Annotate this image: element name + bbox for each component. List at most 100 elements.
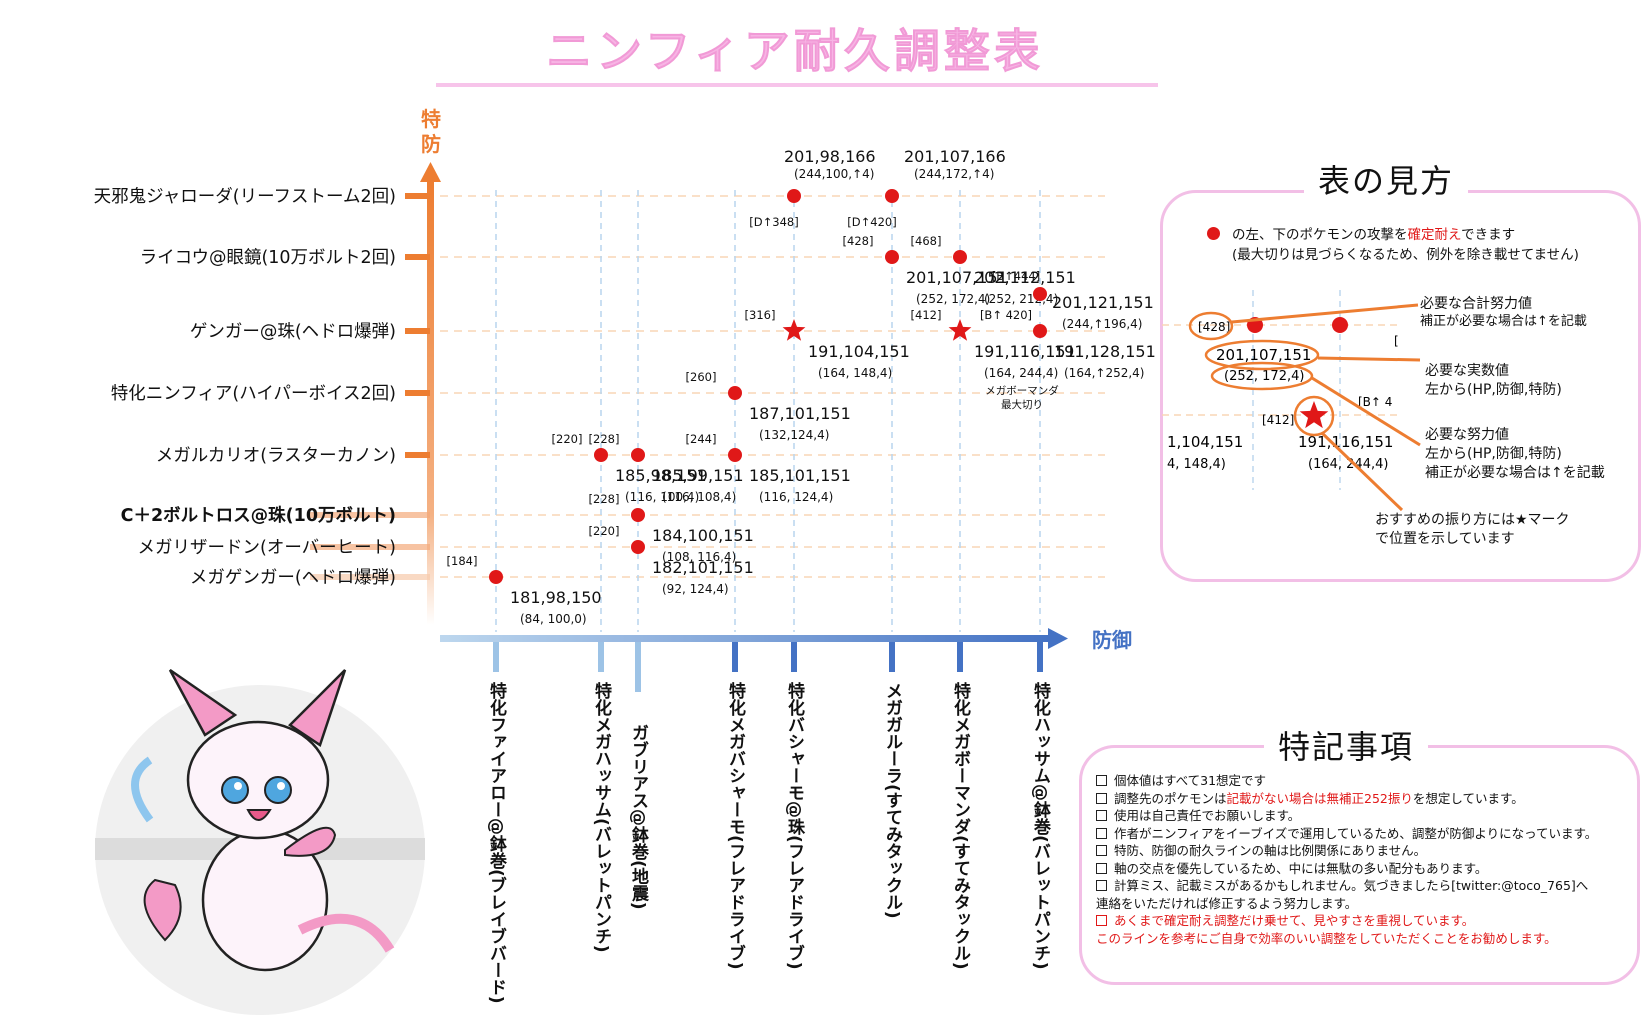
point-evs: (252, 172,4) [916, 292, 990, 306]
data-point [1033, 324, 1047, 338]
callout-actual-2: 左から(HP,防御,特防) [1425, 382, 1562, 398]
y-category-label: メガルカリオ(ラスターカノン) [156, 446, 396, 466]
point-note: 最大切り [1001, 398, 1043, 411]
y-category-labels: 天邪鬼ジャローダ(リーフストーム2回)ライコウ@眼鏡(10万ボルト2回)ゲンガー… [94, 187, 396, 588]
x-category-label: メガガルーラ(すてみタックル) [882, 682, 903, 919]
x-category-label: 特化メガバシャーモ(フレアドライブ) [725, 681, 746, 970]
note-item: 使用は自己責任でお願いします。 [1096, 807, 1597, 825]
point-evs: (244,100,↑4) [794, 167, 875, 181]
title-underline [436, 83, 1158, 87]
point-note: メガボーマンダ [985, 384, 1059, 397]
data-point [631, 540, 645, 554]
x-category-label: 特化ハッサム@鉢巻(バレットパンチ) [1030, 681, 1052, 970]
note-item: 連絡をいただければ修正するよう努力します。 [1096, 895, 1358, 911]
callout-star-2: で位置を示しています [1375, 531, 1515, 547]
callout-ev-2: 左から(HP,防御,特防) [1425, 446, 1562, 462]
point-tag: [220] [552, 432, 583, 446]
x-category-label: 特化メガボーマンダ(すてみタックル) [950, 681, 971, 970]
data-point [953, 250, 967, 264]
x-category-label: 特化メガハッサム(バレットパンチ) [591, 681, 612, 953]
y-category-label: ゲンガー@珠(ヘドロ爆弾) [190, 322, 396, 342]
point-stats: 187,101,151 [749, 404, 851, 423]
point-evs: (92, 124,4) [662, 582, 729, 596]
x-tick [732, 642, 738, 672]
point-tag: [244] [686, 432, 717, 446]
x-tick [957, 642, 963, 672]
point-tag: [428] [843, 234, 874, 248]
x-axis [440, 635, 1050, 642]
point-tag: [228] [589, 432, 620, 446]
y-tick [310, 512, 430, 518]
callout-actual-1: 必要な実数値 [1425, 363, 1509, 379]
point-evs: (164, 244,4) [984, 366, 1058, 380]
point-stats: 201,107,166 [904, 147, 1006, 166]
sylveon-illustration [95, 668, 425, 1015]
data-point-star [948, 319, 972, 341]
note-item: 特防、防御の耐久ラインの軸は比例関係にありません。 [1096, 842, 1597, 860]
note-item: 作者がニンフィアをイーブイズで運用しているため、調整が防御よりになっています。 [1096, 825, 1597, 843]
note-item: このラインを参考にご自身で効率のいい調整をしていただくことをお勧めします。 [1096, 930, 1557, 946]
y-tick [405, 193, 430, 199]
x-tick [598, 642, 604, 672]
callout-ev-3: 補正が必要な場合は↑を記載 [1425, 465, 1605, 481]
point-stats: 182,101,151 [652, 558, 754, 577]
y-category-label: メガゲンガー(ヘドロ爆弾) [190, 568, 396, 588]
y-category-label: メガリザードン(オーバーヒート) [138, 538, 396, 558]
note-item: 計算ミス、記載ミスがあるかもしれません。気づきましたら[twitter:@toc… [1096, 877, 1597, 895]
point-stats: 184,100,151 [652, 526, 754, 545]
y-tick [405, 452, 430, 458]
data-point [728, 386, 742, 400]
point-stats: 201,98,166 [784, 147, 876, 166]
point-stats: 185,99,151 [652, 466, 744, 485]
x-category-label: ガブリアス@鉢巻(地震) [628, 724, 650, 910]
point-stats: 185,101,151 [749, 466, 851, 485]
point-tag: [B↑ 420] [980, 308, 1032, 322]
point-stats: 202,112,151 [974, 268, 1076, 287]
y-category-label: 天邪鬼ジャローダ(リーフストーム2回) [94, 187, 396, 207]
point-stats: 201,121,151 [1052, 293, 1154, 312]
y-tick [310, 574, 430, 580]
note-item: 個体値はすべて31想定です [1096, 772, 1597, 790]
x-axis-label: 防御 [1092, 628, 1132, 652]
point-tag: [468] [911, 234, 942, 248]
note-item: 軸の交点を優先しているため、中には無駄の多い配分もあります。 [1096, 860, 1597, 878]
x-tick [635, 642, 641, 692]
y-axis [427, 180, 434, 625]
grid-lines [310, 190, 1105, 692]
point-evs: (116, 124,4) [759, 490, 833, 504]
point-tag: [B↑444] [992, 269, 1040, 283]
point-evs: (116, 100,4) [625, 490, 699, 504]
legend-title: 表の見方 [1304, 156, 1469, 202]
point-tag: [316] [745, 308, 776, 322]
point-evs: (108, 116,4) [662, 550, 736, 564]
y-tick [405, 390, 430, 396]
y-tick [310, 544, 430, 550]
x-tick [1037, 642, 1043, 672]
point-evs: (84, 100,0) [520, 612, 587, 626]
callout-star-1: おすすめの振り方には★マーク [1375, 512, 1570, 528]
y-axis-arrow [420, 162, 441, 182]
callout-total-ev-2: 補正が必要な場合は↑を記載 [1420, 314, 1587, 329]
point-tag: [228] [589, 492, 620, 506]
data-point-star [782, 319, 806, 341]
x-category-label: 特化ファイアロー@鉢巻(ブレイブバード) [486, 681, 508, 1004]
point-stats: 185,98,151 [615, 466, 707, 485]
point-tag: [184] [447, 554, 478, 568]
note-item: あくまで確定耐え調整だけ乗せて、見やすさを重視しています。 [1096, 912, 1597, 930]
data-points: [184]181,98,150(84, 100,0)[220]185,98,15… [447, 147, 1156, 626]
y-category-label: 特化ニンフィア(ハイパーボイス2回) [111, 384, 396, 404]
data-point [594, 448, 608, 462]
note-item: 調整先のポケモンは記載がない場合は無補正252振りを想定しています。 [1096, 790, 1597, 808]
data-point [489, 570, 503, 584]
point-evs: (164, 148,4) [818, 366, 892, 380]
legend-dot-icon [1207, 227, 1220, 240]
notes-list: 個体値はすべて31想定です 調整先のポケモンは記載がない場合は無補正252振りを… [1096, 772, 1597, 947]
x-category-labels: 特化ファイアロー@鉢巻(ブレイブバード) 特化メガハッサム(バレットパンチ) ガブリ… [486, 681, 1052, 1004]
point-stats: 191,128,151 [1054, 342, 1156, 361]
y-axis-label-1: 特 [421, 107, 441, 131]
data-point [631, 448, 645, 462]
data-point [885, 189, 899, 203]
notes-title: 特記事項 [1264, 722, 1429, 768]
callout-total-ev-1: 必要な合計努力値 [1420, 296, 1532, 312]
